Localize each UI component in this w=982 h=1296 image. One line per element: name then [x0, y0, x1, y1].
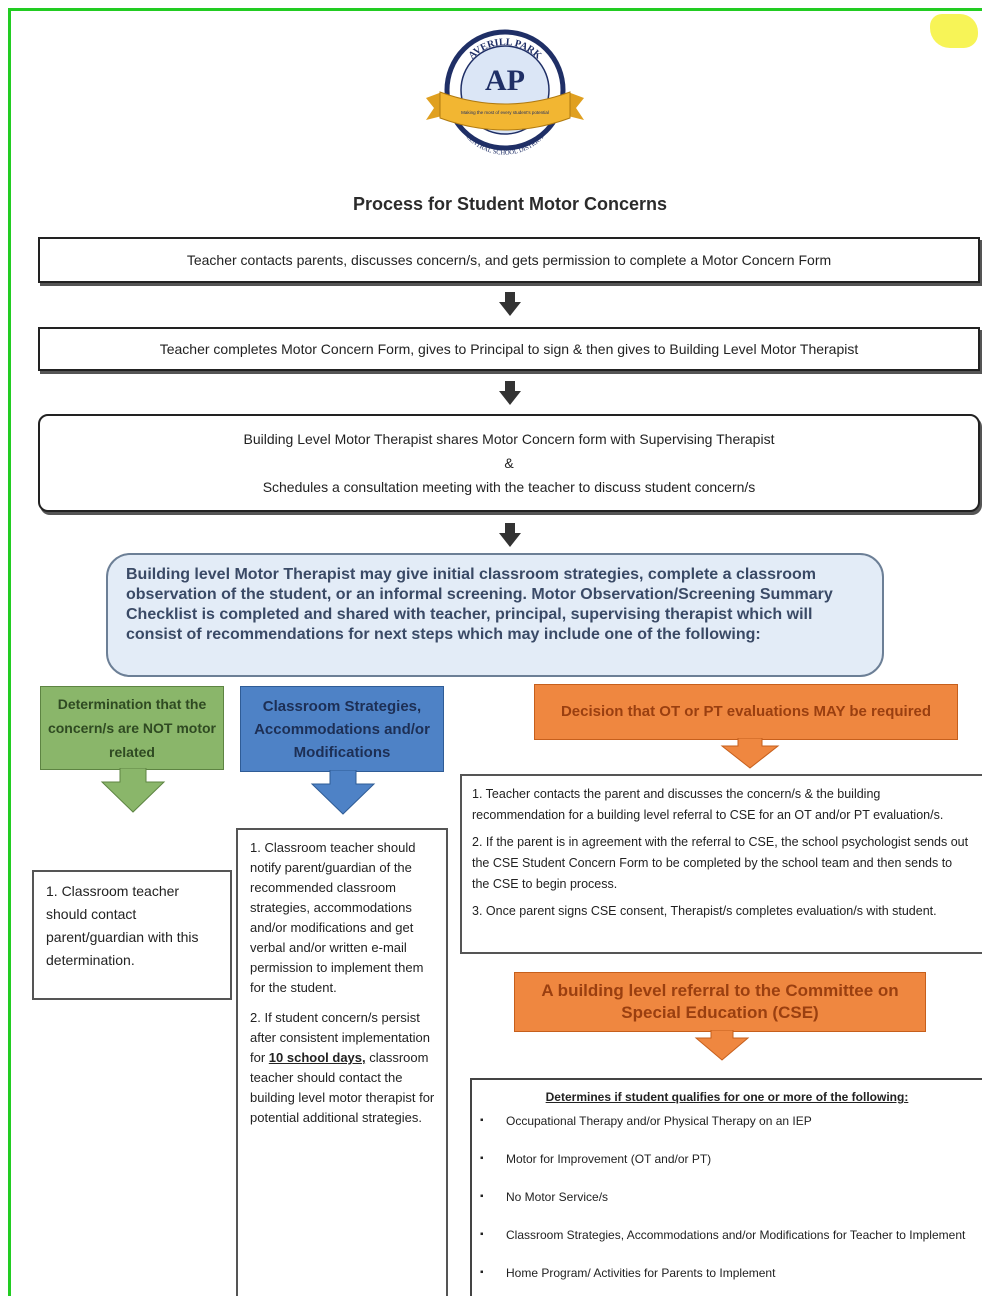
- page-border: [8, 8, 982, 1296]
- step-3-ampersand: &: [504, 455, 514, 471]
- step-3-box: Building Level Motor Therapist shares Mo…: [38, 414, 980, 512]
- evaluation-step-1: 1. Teacher contacts the parent and discu…: [472, 787, 944, 822]
- cse-referral-label: A building level referral to the Committ…: [541, 981, 899, 1022]
- down-arrow-icon: [499, 381, 521, 405]
- page-title: Process for Student Motor Concerns: [352, 194, 668, 214]
- cse-outcome-item: Motor for Improvement (OT and/or PT): [472, 1152, 982, 1190]
- branch-classroom-strategies: Classroom Strategies, Accommodations and…: [240, 686, 444, 772]
- highlighter-mark: [930, 14, 978, 48]
- district-logo: AVERILL PARK AP Making the most of every…: [426, 29, 584, 157]
- cse-outcome-item: Classroom Strategies, Accommodations and…: [472, 1228, 982, 1266]
- classroom-strategies-item-2-underlined: 10 school days,: [268, 1050, 366, 1065]
- step-3-line-2: Schedules a consultation meeting with th…: [262, 479, 756, 495]
- branch-not-motor-label: Determination that the concern/s are NOT…: [47, 696, 217, 760]
- cse-outcome-item: Occupational Therapy and/or Physical The…: [472, 1114, 982, 1152]
- step-1-text: Teacher contacts parents, discusses conc…: [186, 252, 832, 268]
- therapist-options-bubble: Building level Motor Therapist may give …: [106, 553, 884, 677]
- cse-referral-box: A building level referral to the Committ…: [514, 972, 926, 1032]
- step-2-box: Teacher completes Motor Concern Form, gi…: [38, 327, 980, 371]
- classroom-strategies-item-2-part-a: 2. If student concern/s persist after co…: [250, 1010, 430, 1065]
- cse-outcome-item: Home Program/ Activities for Parents to …: [472, 1266, 982, 1296]
- step-1-box: Teacher contacts parents, discusses conc…: [38, 237, 980, 283]
- green-down-arrow-icon: [100, 768, 166, 813]
- orange-down-arrow-icon: [694, 1030, 750, 1061]
- classroom-strategies-item-2-part-b: classroom teacher should contact the bui…: [250, 1050, 435, 1125]
- cse-outcomes-heading: Determines if student qualifies for one …: [545, 1090, 909, 1104]
- branch-not-motor-related: Determination that the concern/s are NOT…: [40, 686, 224, 770]
- classroom-strategies-action-box: 1. Classroom teacher should notify paren…: [236, 828, 448, 1296]
- not-motor-action-box: 1. Classroom teacher should contact pare…: [32, 870, 232, 1000]
- step-2-text: Teacher completes Motor Concern Form, gi…: [159, 341, 859, 357]
- orange-down-arrow-icon: [720, 738, 780, 769]
- blue-down-arrow-icon: [310, 770, 376, 815]
- step-3-line-1: Building Level Motor Therapist shares Mo…: [243, 431, 775, 447]
- logo-monogram: AP: [485, 64, 525, 97]
- evaluation-step-2: 2. If the parent is in agreement with th…: [472, 835, 969, 891]
- evaluation-steps-box: 1. Teacher contacts the parent and discu…: [460, 774, 982, 954]
- branch-evaluations-may-be-required: Decision that OT or PT evaluations MAY b…: [534, 684, 958, 740]
- branch-classroom-strategies-label: Classroom Strategies, Accommodations and…: [254, 697, 430, 761]
- down-arrow-icon: [499, 292, 521, 316]
- classroom-strategies-item-1: 1. Classroom teacher should notify paren…: [250, 840, 424, 995]
- cse-outcomes-box: Determines if student qualifies for one …: [470, 1078, 982, 1296]
- evaluation-step-3: 3. Once parent signs CSE consent, Therap…: [472, 904, 937, 918]
- not-motor-action-text: 1. Classroom teacher should contact pare…: [46, 883, 199, 968]
- down-arrow-icon: [499, 523, 521, 547]
- logo-ribbon-text: Making the most of every student's poten…: [461, 110, 549, 115]
- cse-outcome-item: No Motor Service/s: [472, 1190, 982, 1228]
- branch-evaluations-label: Decision that OT or PT evaluations MAY b…: [560, 703, 932, 720]
- classroom-strategies-item-2: 2. If student concern/s persist after co…: [250, 1008, 436, 1128]
